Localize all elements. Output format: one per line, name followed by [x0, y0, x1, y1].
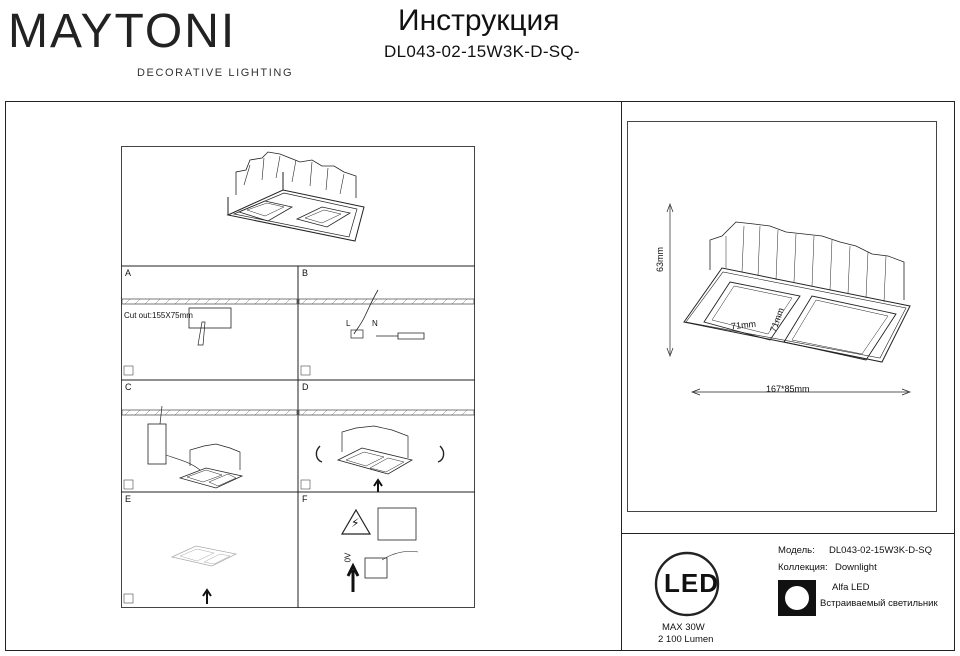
- frame-divider-horizontal: [621, 533, 955, 534]
- cutout-note: Cut out:155X75mm: [124, 311, 193, 320]
- step-a-label: A: [125, 268, 132, 278]
- step-f-label: F: [302, 494, 308, 504]
- voltage-label: 0V: [343, 552, 353, 563]
- step-e-label: E: [125, 494, 132, 504]
- step-b-label: B: [302, 268, 309, 278]
- document-title: Инструкция: [398, 4, 560, 37]
- outer-frame: [5, 101, 955, 651]
- electric-bolt-icon: ⚡: [351, 516, 360, 530]
- step-c-label: C: [125, 382, 132, 392]
- height-dimension: 63mm: [655, 246, 665, 272]
- fixture-illustration-top: [226, 151, 365, 242]
- step-d-label: D: [302, 382, 309, 392]
- model-label: Модель:: [778, 545, 815, 556]
- led-badge: LED: [664, 568, 719, 598]
- collection-label: Коллекция:: [778, 562, 828, 573]
- product-type: Встраиваемый светильник: [820, 598, 938, 609]
- power-off-icon: [364, 557, 388, 579]
- up-arrow-icon: [346, 562, 360, 592]
- width-dimension: 167*85mm: [766, 384, 810, 394]
- lumen-output: 2 100 Lumen: [658, 634, 714, 645]
- brand-logo: MAYTONI: [8, 5, 237, 58]
- dimension-panel: [627, 121, 937, 512]
- wire-n-label: N: [372, 319, 378, 328]
- wire-l-label: L: [346, 319, 351, 328]
- frame-divider-vertical: [621, 101, 622, 651]
- model-value: DL043-02-15W3K-D-SQ: [829, 545, 932, 556]
- warning-electric-icon: [340, 508, 372, 535]
- collection-value: Downlight: [835, 562, 877, 573]
- fixture-dimension-drawing: [666, 203, 911, 396]
- brand-tagline: DECORATIVE LIGHTING: [137, 67, 294, 79]
- product-series: Alfa LED: [832, 582, 870, 593]
- max-power: MAX 30W: [662, 622, 705, 633]
- document-model-code: DL043-02-15W3K-D-SQ-: [384, 42, 580, 61]
